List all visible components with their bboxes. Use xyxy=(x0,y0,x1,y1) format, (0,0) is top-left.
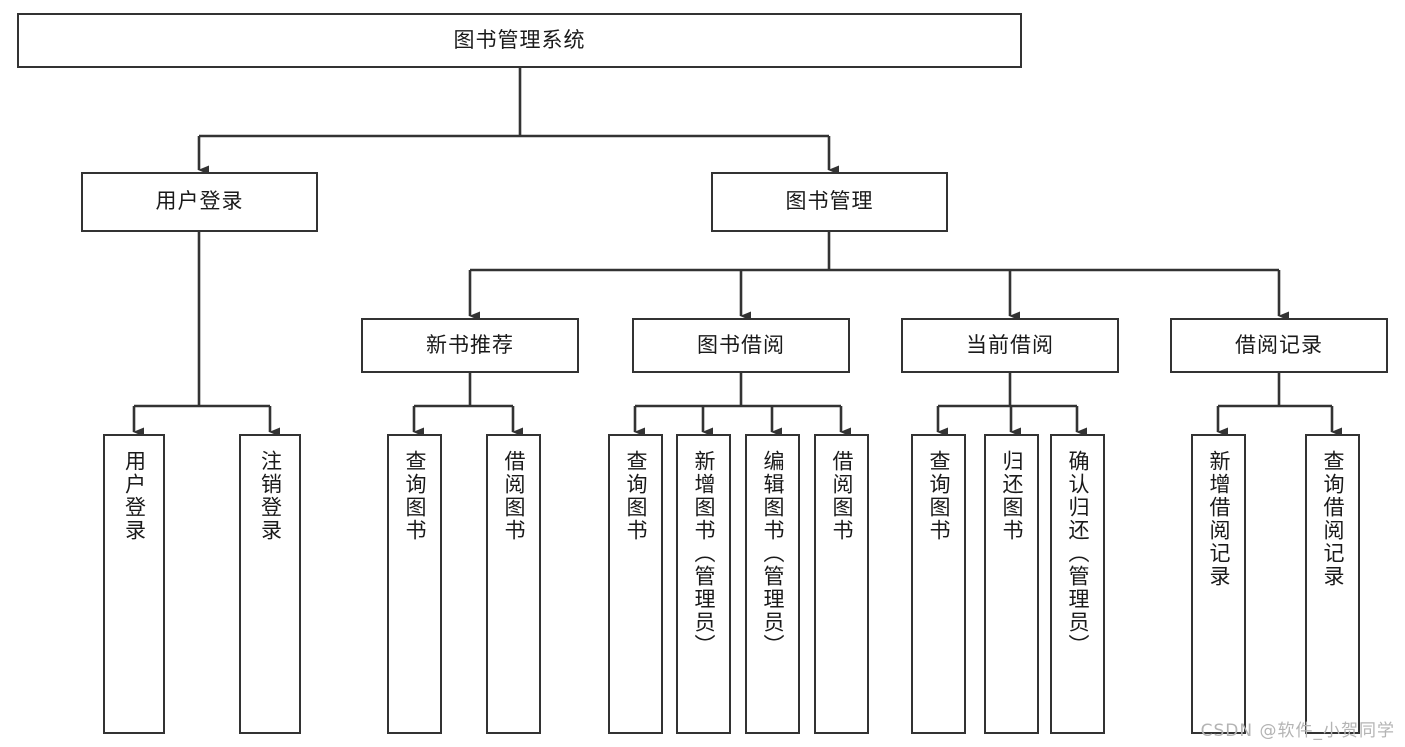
node-leaf-6-label: 编辑图书（管理员） xyxy=(760,450,785,657)
node-leaf-12[interactable]: 查询借阅记录 xyxy=(1305,434,1360,734)
node-level3-0-label: 新书推荐 xyxy=(426,332,514,357)
node-leaf-5[interactable]: 新增图书（管理员） xyxy=(676,434,731,734)
node-leaf-11[interactable]: 新增借阅记录 xyxy=(1191,434,1246,734)
node-leaf-8-label: 查询图书 xyxy=(926,450,951,542)
node-leaf-4-label: 查询图书 xyxy=(623,450,648,542)
node-leaf-9-label: 归还图书 xyxy=(999,450,1024,542)
node-leaf-11-label: 新增借阅记录 xyxy=(1206,450,1231,588)
node-leaf-3-label: 借阅图书 xyxy=(501,450,526,542)
node-level3-0[interactable]: 新书推荐 xyxy=(361,318,579,373)
node-level3-1-label: 图书借阅 xyxy=(697,332,785,357)
node-leaf-10-label: 确认归还（管理员） xyxy=(1065,450,1090,657)
node-leaf-6[interactable]: 编辑图书（管理员） xyxy=(745,434,800,734)
node-leaf-1-label: 注销登录 xyxy=(258,450,283,542)
node-leaf-2-label: 查询图书 xyxy=(402,450,427,542)
node-leaf-0-label: 用户登录 xyxy=(122,450,147,542)
node-leaf-7-label: 借阅图书 xyxy=(829,450,854,542)
node-level3-1[interactable]: 图书借阅 xyxy=(632,318,850,373)
node-leaf-1[interactable]: 注销登录 xyxy=(239,434,301,734)
csdn-watermark: CSDN @软件_小贺同学 xyxy=(1200,721,1395,741)
node-leaf-10[interactable]: 确认归还（管理员） xyxy=(1050,434,1105,734)
node-leaf-7[interactable]: 借阅图书 xyxy=(814,434,869,734)
node-level3-2-label: 当前借阅 xyxy=(966,332,1054,357)
node-leaf-0[interactable]: 用户登录 xyxy=(103,434,165,734)
node-level2-0-label: 用户登录 xyxy=(155,189,244,214)
node-level2-1-label: 图书管理 xyxy=(785,189,874,214)
node-leaf-2[interactable]: 查询图书 xyxy=(387,434,442,734)
node-root-system-label: 图书管理系统 xyxy=(453,27,586,52)
node-leaf-4[interactable]: 查询图书 xyxy=(608,434,663,734)
node-level2-1[interactable]: 图书管理 xyxy=(711,172,948,232)
node-level3-3-label: 借阅记录 xyxy=(1235,332,1323,357)
node-root-system[interactable]: 图书管理系统 xyxy=(17,13,1022,68)
node-leaf-9[interactable]: 归还图书 xyxy=(984,434,1039,734)
node-level3-3[interactable]: 借阅记录 xyxy=(1170,318,1388,373)
node-level2-0[interactable]: 用户登录 xyxy=(81,172,318,232)
node-leaf-12-label: 查询借阅记录 xyxy=(1320,450,1345,588)
node-leaf-5-label: 新增图书（管理员） xyxy=(691,450,716,657)
node-leaf-8[interactable]: 查询图书 xyxy=(911,434,966,734)
node-leaf-3[interactable]: 借阅图书 xyxy=(486,434,541,734)
node-level3-2[interactable]: 当前借阅 xyxy=(901,318,1119,373)
